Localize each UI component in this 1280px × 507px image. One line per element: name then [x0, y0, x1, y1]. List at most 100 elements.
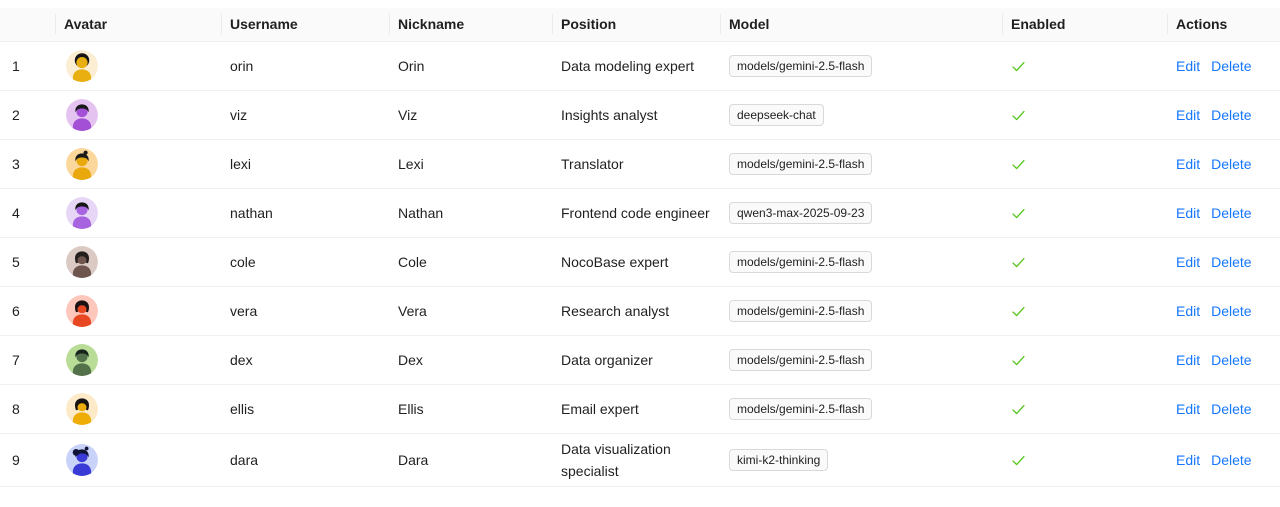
- delete-link[interactable]: Delete: [1211, 400, 1252, 417]
- enabled-check-icon: [1011, 255, 1026, 270]
- edit-link[interactable]: Edit: [1176, 451, 1201, 468]
- model-tag: qwen3-max-2025-09-23: [729, 201, 873, 224]
- edit-link[interactable]: Edit: [1176, 204, 1201, 221]
- agents-table: Avatar Username Nickname Position Model …: [0, 8, 1280, 487]
- agents-table-page: Avatar Username Nickname Position Model …: [0, 0, 1280, 487]
- table-row: 6 vera Vera Research analyst models/gemi…: [0, 286, 1280, 336]
- position-text: Translator: [561, 155, 624, 172]
- enabled-check-icon: [1011, 402, 1026, 417]
- table-row: 5 cole Cole NocoBase expert models/gemin…: [0, 237, 1280, 287]
- row-index: 8: [0, 384, 56, 434]
- position-text: Insights analyst: [561, 106, 658, 123]
- table-row: 1 orin Orin Data modeling expert models/…: [0, 41, 1280, 91]
- username-text: vera: [230, 302, 258, 319]
- row-index: 3: [0, 139, 56, 189]
- col-header-username: Username: [222, 8, 390, 42]
- edit-link[interactable]: Edit: [1176, 302, 1201, 319]
- edit-link[interactable]: Edit: [1176, 106, 1201, 123]
- nickname-text: Vera: [398, 302, 427, 319]
- enabled-check-icon: [1011, 59, 1026, 74]
- username-text: dex: [230, 351, 253, 368]
- delete-link[interactable]: Delete: [1211, 302, 1252, 319]
- avatar: [66, 443, 98, 476]
- position-text: Data visualization specialist: [561, 440, 671, 479]
- enabled-check-icon: [1011, 108, 1026, 123]
- username-text: dara: [230, 451, 259, 468]
- delete-link[interactable]: Delete: [1211, 253, 1252, 270]
- nickname-text: Nathan: [398, 204, 444, 221]
- row-index: 4: [0, 188, 56, 238]
- col-header-actions: Actions: [1168, 8, 1280, 42]
- nickname-text: Dex: [398, 351, 423, 368]
- col-header-model: Model: [721, 8, 1003, 42]
- position-text: Email expert: [561, 400, 639, 417]
- avatar: [66, 49, 98, 82]
- edit-link[interactable]: Edit: [1176, 57, 1201, 74]
- model-tag: deepseek-chat: [729, 103, 824, 126]
- model-tag: models/gemini-2.5-flash: [729, 152, 873, 175]
- row-index: 1: [0, 41, 56, 91]
- delete-link[interactable]: Delete: [1211, 204, 1252, 221]
- avatar: [66, 245, 98, 278]
- row-index: 9: [0, 433, 56, 487]
- table-header-row: Avatar Username Nickname Position Model …: [0, 8, 1280, 42]
- nickname-text: Cole: [398, 253, 427, 270]
- enabled-check-icon: [1011, 304, 1026, 319]
- username-text: cole: [230, 253, 256, 270]
- table-row: 7 dex Dex Data organizer models/gemini-2…: [0, 335, 1280, 385]
- enabled-check-icon: [1011, 157, 1026, 172]
- nickname-text: Viz: [398, 106, 418, 123]
- position-text: Data modeling expert: [561, 57, 695, 74]
- edit-link[interactable]: Edit: [1176, 400, 1201, 417]
- delete-link[interactable]: Delete: [1211, 451, 1252, 468]
- row-index: 6: [0, 286, 56, 336]
- delete-link[interactable]: Delete: [1211, 155, 1252, 172]
- table-row: 2 viz Viz Insights analyst deepseek-chat: [0, 90, 1280, 140]
- model-tag: models/gemini-2.5-flash: [729, 348, 873, 371]
- model-tag: models/gemini-2.5-flash: [729, 54, 873, 77]
- edit-link[interactable]: Edit: [1176, 351, 1201, 368]
- row-index: 5: [0, 237, 56, 287]
- row-index: 2: [0, 90, 56, 140]
- table-row: 9 dara Dara Data visualization specialis…: [0, 433, 1280, 487]
- col-header-enabled: Enabled: [1003, 8, 1168, 42]
- avatar: [66, 196, 98, 229]
- nickname-text: Orin: [398, 57, 425, 74]
- row-index: 7: [0, 335, 56, 385]
- username-text: lexi: [230, 155, 252, 172]
- avatar: [66, 147, 98, 180]
- avatar: [66, 343, 98, 376]
- model-tag: kimi-k2-thinking: [729, 448, 829, 471]
- avatar: [66, 98, 98, 131]
- model-tag: models/gemini-2.5-flash: [729, 250, 873, 273]
- table-row: 3 lexi Lexi Translator models/gemini-2.5…: [0, 139, 1280, 189]
- nickname-text: Ellis: [398, 400, 424, 417]
- col-header-index: [0, 8, 56, 42]
- model-tag: models/gemini-2.5-flash: [729, 397, 873, 420]
- enabled-check-icon: [1011, 206, 1026, 221]
- username-text: viz: [230, 106, 248, 123]
- edit-link[interactable]: Edit: [1176, 155, 1201, 172]
- delete-link[interactable]: Delete: [1211, 351, 1252, 368]
- col-header-nickname: Nickname: [390, 8, 553, 42]
- col-header-avatar: Avatar: [56, 8, 222, 42]
- edit-link[interactable]: Edit: [1176, 253, 1201, 270]
- avatar: [66, 392, 98, 425]
- username-text: nathan: [230, 204, 273, 221]
- table-row: 8 ellis Ellis Email expert models/gemini…: [0, 384, 1280, 434]
- position-text: NocoBase expert: [561, 253, 669, 270]
- table-row: 4 nathan Nathan Frontend code engineer q…: [0, 188, 1280, 238]
- delete-link[interactable]: Delete: [1211, 106, 1252, 123]
- username-text: orin: [230, 57, 254, 74]
- position-text: Data organizer: [561, 351, 653, 368]
- position-text: Research analyst: [561, 302, 670, 319]
- avatar: [66, 294, 98, 327]
- col-header-position: Position: [553, 8, 721, 42]
- position-text: Frontend code engineer: [561, 204, 710, 221]
- nickname-text: Dara: [398, 451, 429, 468]
- username-text: ellis: [230, 400, 255, 417]
- delete-link[interactable]: Delete: [1211, 57, 1252, 74]
- nickname-text: Lexi: [398, 155, 424, 172]
- model-tag: models/gemini-2.5-flash: [729, 299, 873, 322]
- enabled-check-icon: [1011, 453, 1026, 468]
